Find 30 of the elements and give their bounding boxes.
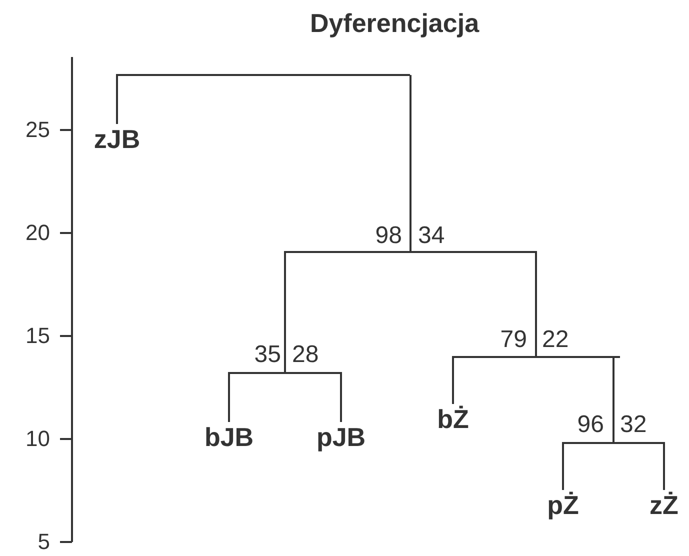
tree-branch (663, 443, 665, 490)
tree-branch (116, 75, 118, 124)
axis-tick-label: 15 (24, 325, 50, 347)
support-value: 79 (500, 328, 527, 352)
leaf-label: zŻ (650, 492, 678, 518)
tree-branch (228, 373, 230, 422)
support-value: 22 (542, 328, 569, 352)
tree-branch (410, 75, 412, 252)
support-value: 35 (254, 343, 281, 367)
leaf-label: bŻ (437, 406, 469, 432)
support-value: 98 (375, 224, 402, 248)
support-value: 32 (620, 413, 647, 437)
chart-title: Dyferencjacja (308, 10, 480, 36)
tree-branch (612, 357, 614, 443)
tree-branch (452, 357, 454, 404)
tree-branch (284, 252, 286, 373)
support-value: 34 (418, 224, 445, 248)
axis-tick-label: 20 (24, 222, 50, 244)
tree-branch (535, 252, 537, 357)
axis-tick-label: 10 (24, 428, 50, 450)
tree-branch (340, 373, 342, 422)
leaf-label: zJB (94, 126, 140, 152)
support-value: 96 (577, 413, 604, 437)
tree-branch (562, 443, 564, 490)
leaf-label: pŻ (547, 492, 579, 518)
axis-tick-label: 5 (36, 531, 50, 553)
support-value: 28 (292, 343, 319, 367)
leaf-label: bJB (204, 424, 254, 450)
leaf-label: pJB (316, 424, 366, 450)
axis-tick-label: 25 (24, 119, 50, 141)
